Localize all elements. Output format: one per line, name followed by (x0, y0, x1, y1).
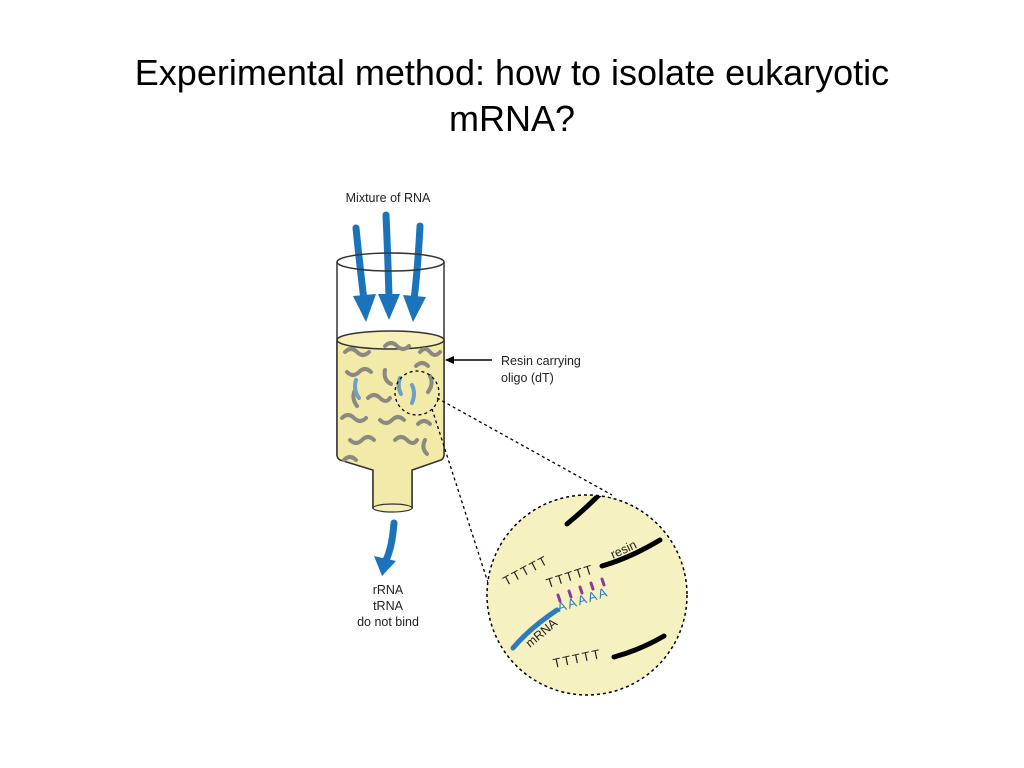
title-line-1: Experimental method: how to isolate euka… (134, 52, 890, 93)
output-label-line-3: do not bind (357, 615, 419, 629)
input-label: Mixture of RNA (346, 191, 431, 205)
resin-label-line-2: oligo (dT) (501, 371, 554, 385)
resin-strands (340, 341, 442, 462)
column (336, 252, 445, 513)
resin-label-line-1: Resin carrying (501, 354, 581, 368)
resin-bed (337, 340, 444, 508)
page-title: Experimental method: how to isolate euka… (100, 50, 924, 142)
outgoing-arrow (374, 519, 398, 576)
zoom-line-upper (436, 397, 613, 496)
zoom-line-lower (431, 408, 501, 621)
zoom-inset: TTTTT TTTTT AAAAA TTTTT resin mRNA (486, 494, 688, 696)
base-pair-bonds (556, 577, 606, 603)
resin-strand-bottom (611, 633, 667, 660)
title-line-2: mRNA? (448, 98, 576, 139)
resin-strand-middle (599, 537, 663, 569)
mrna-strand (510, 607, 560, 651)
resin-strand-top (564, 495, 603, 527)
incoming-arrows (352, 211, 426, 322)
output-label-line-2: tRNA (373, 599, 404, 613)
magnify-region (394, 370, 440, 416)
output-label-line-1: rRNA (373, 583, 404, 597)
